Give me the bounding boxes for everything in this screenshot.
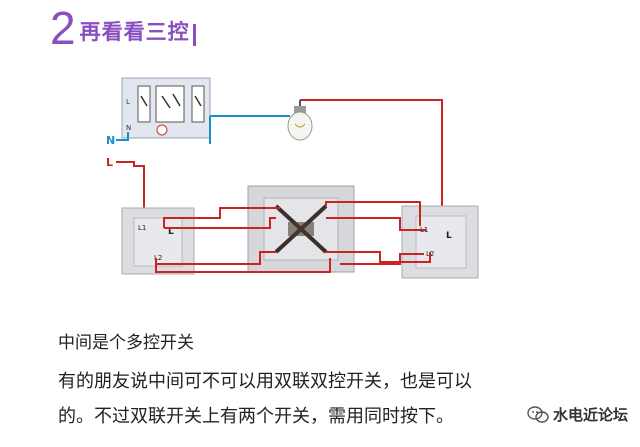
caption: 中间是个多控开关 [58, 333, 194, 353]
l-label: L [106, 156, 113, 169]
left-two-way-switch: L1 L L2 [121, 207, 195, 275]
wiring-svg: L N N L L1 L L2 L1 L L2 [106, 77, 479, 279]
paragraph-line-1: 有的朋友说中间可不可以用双联双控开关，也是可以 [58, 371, 472, 392]
left-l2-label: L2 [154, 254, 162, 262]
heading: 2 再看看三控 [50, 2, 196, 54]
n-wire [116, 132, 129, 141]
n-label: N [106, 134, 115, 147]
lamp [287, 100, 313, 141]
heading-title: 再看看三控 [79, 20, 190, 44]
wechat-icon [527, 405, 549, 423]
left-l1-label: L1 [138, 224, 146, 232]
wiring-diagram: L N N L L1 L L2 L1 L L2 [100, 68, 500, 300]
panel-n-label: N [126, 124, 131, 132]
distribution-panel: L N [121, 77, 211, 139]
panel-l-label: L [126, 98, 130, 106]
lamp-to-right-switch [300, 99, 443, 216]
heading-bar [192, 24, 196, 46]
traveler-wires [155, 201, 431, 273]
left-l-label: L [168, 227, 174, 237]
l-wire [116, 161, 145, 210]
heading-number: 2 [50, 2, 76, 54]
watermark: 水电近论坛 [527, 404, 628, 425]
right-l-label: L [446, 231, 452, 241]
paragraph-line-2: 的。不过双联开关上有两个开关，需用同时按下。 [58, 406, 454, 427]
right-two-way-switch: L1 L L2 [401, 205, 479, 279]
watermark-text: 水电近论坛 [552, 406, 628, 424]
